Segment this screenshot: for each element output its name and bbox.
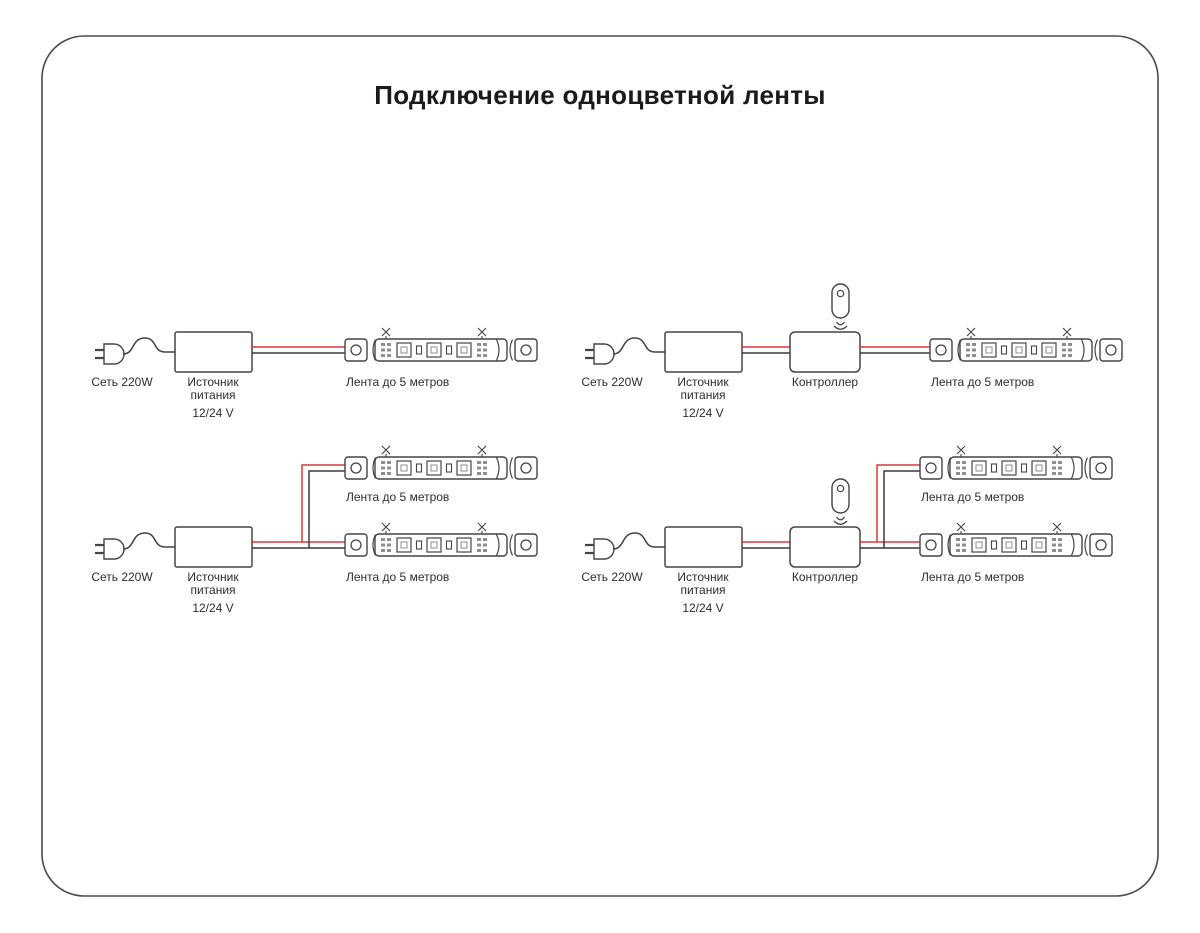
label-psu-line1: Источник (187, 375, 239, 389)
label-psu-line2: питания (680, 388, 725, 402)
label-mains: Сеть 220W (91, 375, 153, 389)
label-psu-voltage: 12/24 V (192, 601, 233, 615)
label-strip: Лента до 5 метров (346, 375, 449, 389)
diagram-psu-controller-two-strips: Лента до 5 метров Сеть 220W Источник пит… (581, 445, 1113, 615)
diagram-psu-strip: Сеть 220W Источник питания 12/24 V Лента… (91, 327, 538, 420)
diagram-psu-two-strips: Лента до 5 метров Сеть 220W Источник пит… (91, 445, 538, 615)
label-psu-voltage: 12/24 V (192, 406, 233, 420)
label-mains: Сеть 220W (91, 570, 153, 584)
wire-red-branch (876, 464, 920, 542)
label-strip-lower: Лента до 5 метров (921, 570, 1024, 584)
page-title: Подключение одноцветной ленты (374, 80, 826, 110)
label-psu-line1: Источник (677, 375, 729, 389)
page-border (41, 35, 1159, 897)
wire-black-branch (883, 470, 920, 548)
label-psu-line2: питания (680, 583, 725, 597)
controller-box (789, 331, 861, 373)
diagram-psu-controller-strip: Сеть 220W Источник питания 12/24 V Контр… (581, 283, 1123, 420)
label-strip-upper: Лента до 5 метров (921, 490, 1024, 504)
label-strip-upper: Лента до 5 метров (346, 490, 449, 504)
label-mains: Сеть 220W (581, 375, 643, 389)
label-psu-voltage: 12/24 V (682, 406, 723, 420)
power-supply-box (664, 331, 743, 373)
wire-red-branch (301, 464, 345, 542)
label-controller: Контроллер (792, 375, 859, 389)
label-strip-lower: Лента до 5 метров (346, 570, 449, 584)
wire-black-branch (308, 470, 345, 548)
power-supply-box (664, 526, 743, 568)
label-mains: Сеть 220W (581, 570, 643, 584)
label-psu-line1: Источник (677, 570, 729, 584)
label-strip: Лента до 5 метров (931, 375, 1034, 389)
power-supply-box (174, 526, 253, 568)
power-supply-box (174, 331, 253, 373)
label-psu-voltage: 12/24 V (682, 601, 723, 615)
label-psu-line2: питания (190, 583, 235, 597)
label-psu-line2: питания (190, 388, 235, 402)
controller-box (789, 526, 861, 568)
label-controller: Контроллер (792, 570, 859, 584)
label-psu-line1: Источник (187, 570, 239, 584)
